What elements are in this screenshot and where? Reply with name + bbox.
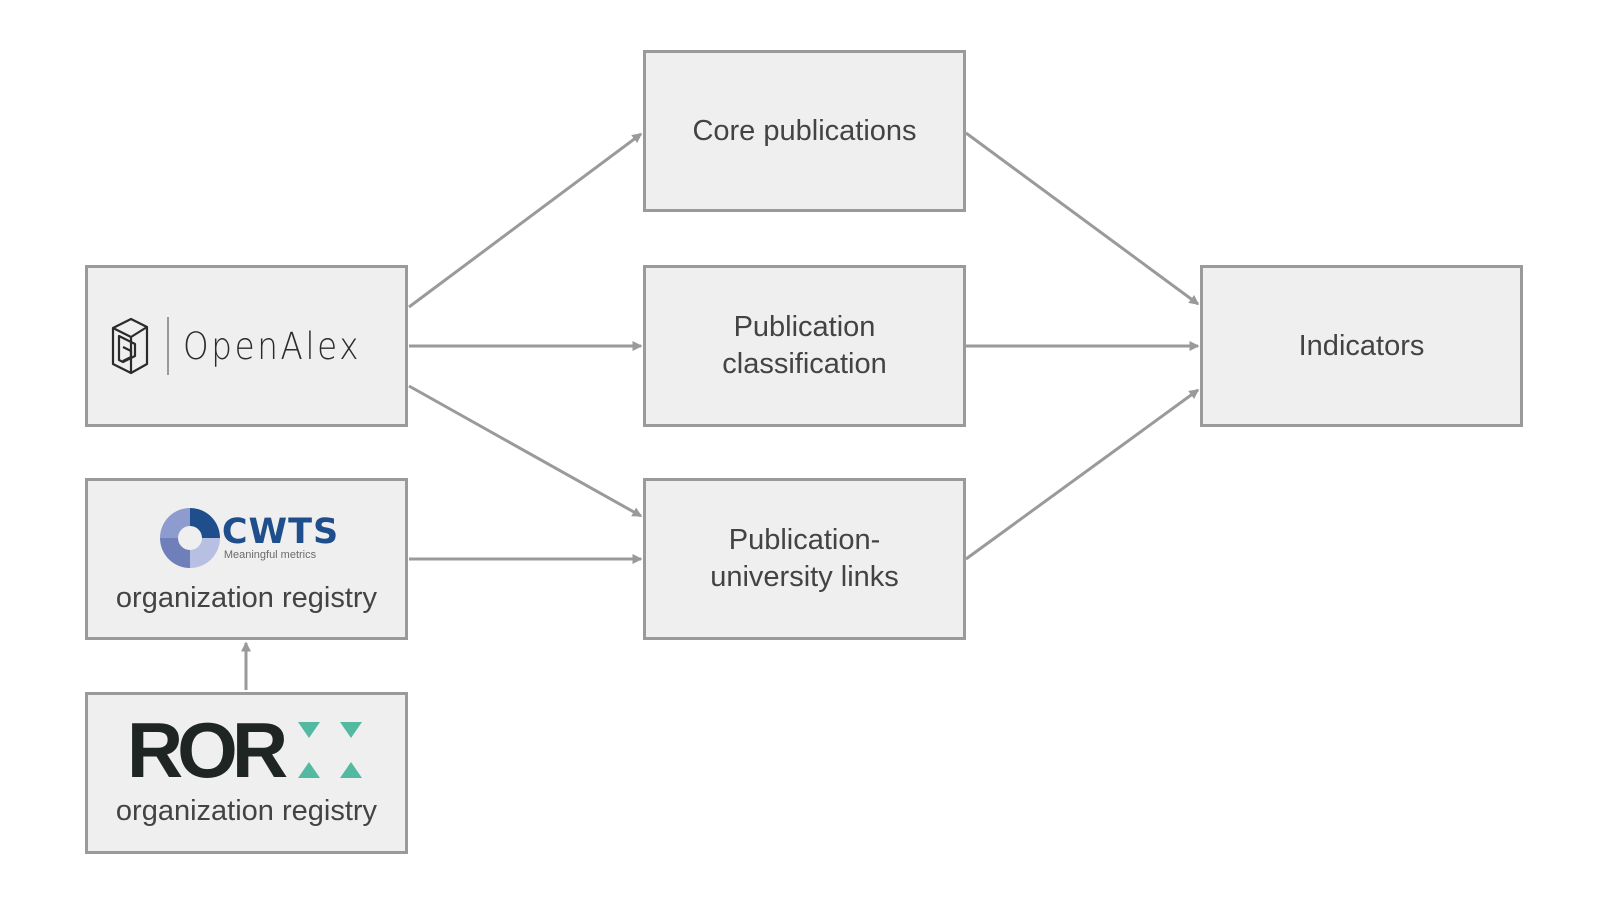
cwts-tagline: Meaningful metrics <box>223 548 317 561</box>
arrow-core-to-indicators <box>965 131 1200 306</box>
classification-label-line1: Publication <box>733 311 876 343</box>
openalex-box: OpenAlex <box>85 265 408 427</box>
ror-box: ROR organization registry <box>85 692 408 854</box>
cwts-logo: CWTS Meaningful metrics <box>154 502 339 574</box>
ror-logo: ROR <box>126 705 366 794</box>
cwts-label: organization registry <box>115 581 378 614</box>
cwts-wordmark: CWTS <box>221 511 340 552</box>
core-publications-label: Core publications <box>692 114 917 147</box>
classification-label-line2: classification <box>722 348 887 380</box>
openalex-wordmark: OpenAlex <box>183 324 362 368</box>
arrow-links-to-indicators <box>965 388 1200 561</box>
core-publications-box: Core publications <box>643 50 966 212</box>
logo-separator <box>167 317 170 375</box>
ror-triangles-icon <box>298 721 363 778</box>
cwts-box: CWTS Meaningful metrics organization reg… <box>85 478 408 640</box>
arrow-openalex-to-links <box>408 384 643 518</box>
links-label-line2: university links <box>710 561 899 593</box>
links-label-line1: Publication- <box>728 524 881 556</box>
indicators-label: Indicators <box>1298 329 1425 362</box>
publication-classification-box: Publication classification <box>643 265 966 427</box>
ror-label: organization registry <box>115 794 378 827</box>
publication-university-links-box: Publication- university links <box>643 478 966 640</box>
indicators-box: Indicators <box>1200 265 1523 427</box>
ror-wordmark: ROR <box>126 705 288 794</box>
arrow-openalex-to-core <box>408 132 643 309</box>
openalex-logo: OpenAlex <box>107 316 385 376</box>
openalex-mark-icon <box>112 317 149 375</box>
cwts-ring-icon <box>159 507 220 568</box>
